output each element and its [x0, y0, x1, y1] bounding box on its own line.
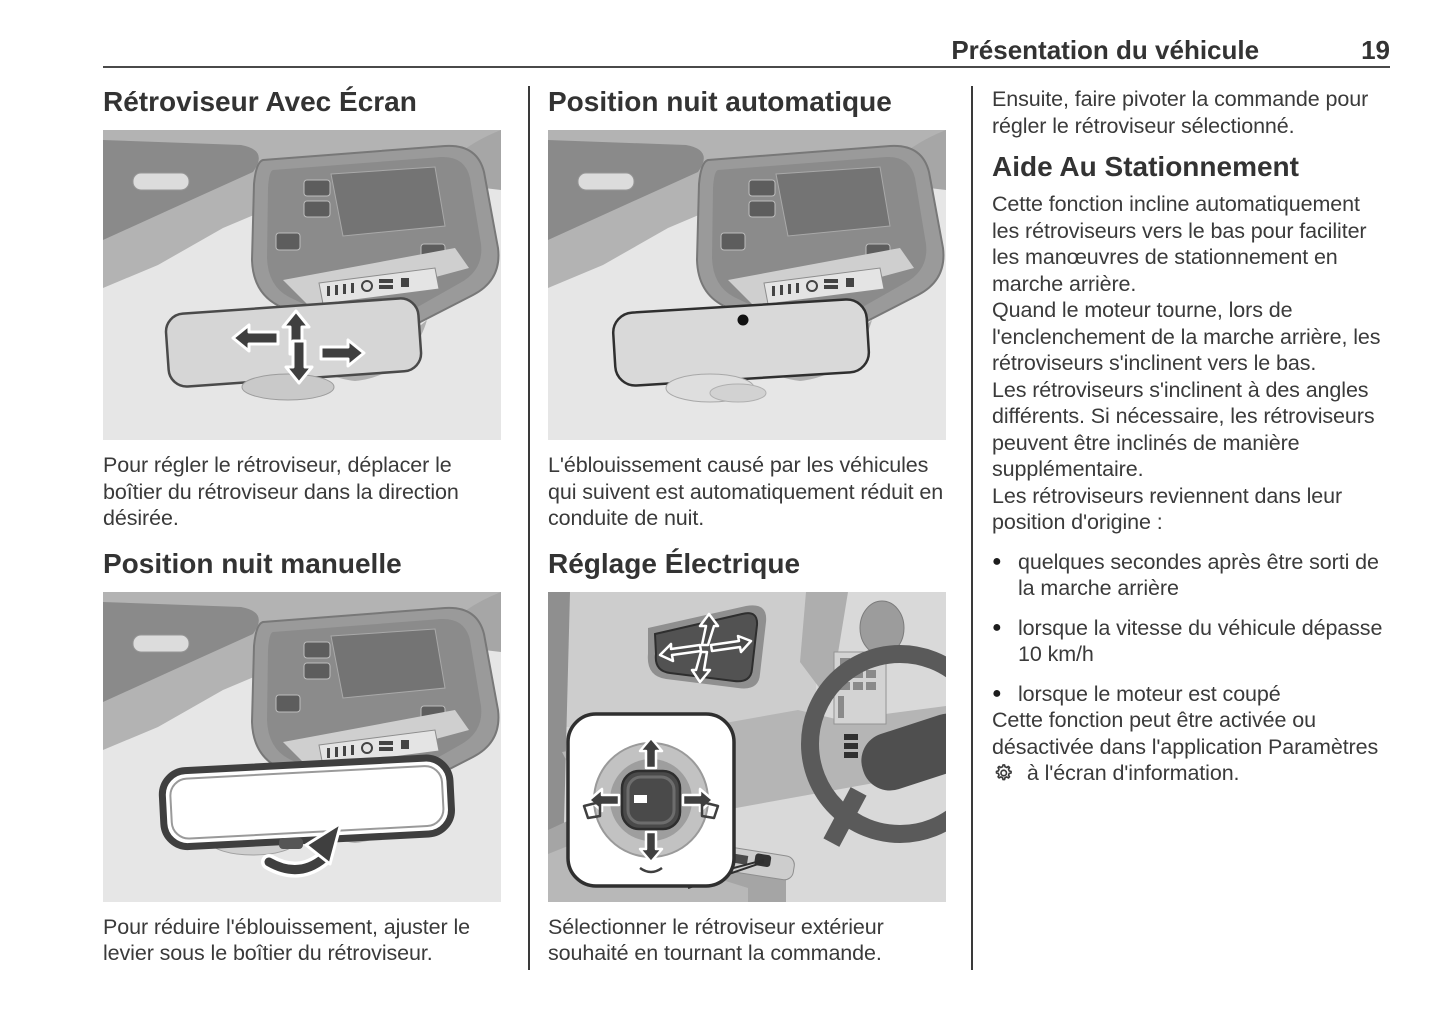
- paragraph-return-origin: Les rétroviseurs reviennent dans leur po…: [992, 483, 1343, 535]
- section-heading-auto-night: Position nuit automatique: [548, 86, 892, 117]
- settings-text-after: à l'écran d'information.: [1026, 761, 1240, 785]
- caption-electric: Sélectionner le rétroviseur extérieur so…: [548, 914, 884, 966]
- list-item: ● lorsque la vitesse du véhicule dépasse…: [992, 615, 1392, 668]
- caption-auto-night: L'éblouissement causé par les véhicules …: [548, 453, 944, 530]
- list-item-text: lorsque la vitesse du véhicule dépasse 1…: [1018, 615, 1383, 667]
- header-rule: [103, 66, 1390, 68]
- page-number: 19: [1361, 35, 1390, 65]
- page-header: Présentation du véhicule 19: [103, 28, 1390, 66]
- list-item-text: lorsque le moteur est coupé: [1018, 681, 1281, 706]
- section-heading-manual-night: Position nuit manuelle: [103, 547, 402, 579]
- gear-icon: [995, 764, 1012, 781]
- figure-mirror-adjust: [103, 130, 501, 440]
- bullet-icon: ●: [992, 684, 1002, 702]
- paragraph-rotate-control: Ensuite, faire pivoter la commande pour …: [992, 87, 1369, 138]
- return-conditions-list: ● quelques secondes après être sorti de …: [992, 549, 1392, 708]
- section-heading-mirror-screen: Rétroviseur Avec Écran: [103, 86, 417, 117]
- column-divider-1: [528, 86, 530, 970]
- interior-mirror-manual-night-illustration: [103, 591, 501, 902]
- figure-manual-night: [103, 591, 501, 902]
- bullet-icon: ●: [992, 618, 1002, 636]
- section-heading-parking-assist: Aide Au Stationnement: [992, 151, 1299, 182]
- column-3: Ensuite, faire pivoter la commande pour …: [992, 86, 1392, 787]
- caption-manual-night: Pour réduire l'éblouissement, ajuster le…: [103, 914, 470, 966]
- column-1: Rétroviseur Avec Écran: [103, 86, 501, 967]
- paragraph-tilt-function: Cette fonction incline automatiquement l…: [992, 192, 1367, 296]
- interior-mirror-adjust-arrows-illustration: [103, 130, 501, 440]
- column-2: Position nuit automatique: [548, 86, 946, 967]
- exterior-mirror-electric-control-illustration: [548, 591, 946, 902]
- figure-auto-night: [548, 130, 946, 440]
- column-divider-2: [971, 86, 973, 970]
- list-item: ● lorsque le moteur est coupé: [992, 681, 1392, 708]
- settings-text-before: Cette fonction peut être activée ou désa…: [992, 708, 1379, 759]
- interior-mirror-auto-night-illustration: [548, 130, 946, 440]
- paragraph-tilt-angles: Les rétroviseurs s'inclinent à des angle…: [992, 377, 1375, 482]
- bullet-icon: ●: [992, 552, 1002, 570]
- section-heading-electric: Réglage Électrique: [548, 547, 801, 579]
- paragraph-engine-running: Quand le moteur tourne, lors de l'enclen…: [992, 298, 1381, 375]
- paragraph-settings-app: Cette fonction peut être activée ou désa…: [992, 707, 1392, 787]
- chapter-title: Présentation du véhicule: [951, 35, 1260, 65]
- figure-electric-adjust: [548, 591, 946, 902]
- list-item-text: quelques secondes après être sorti de la…: [1018, 549, 1379, 601]
- caption-mirror-adjust: Pour régler le rétroviseur, déplacer le …: [103, 453, 459, 530]
- list-item: ● quelques secondes après être sorti de …: [992, 549, 1392, 602]
